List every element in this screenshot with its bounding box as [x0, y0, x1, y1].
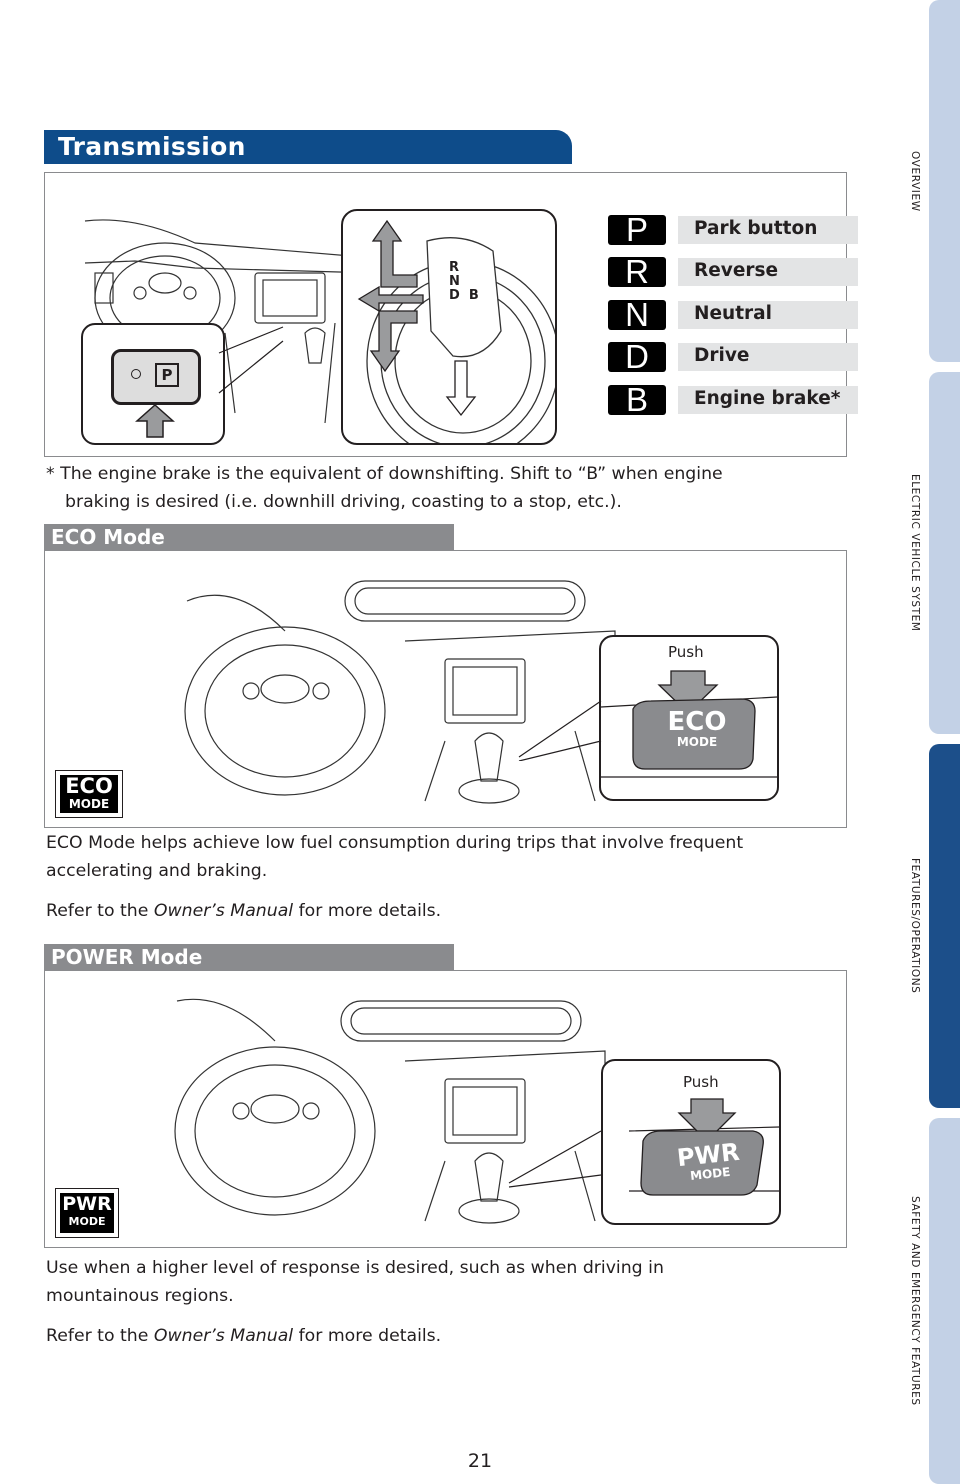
up-arrow-icon [135, 403, 175, 438]
gear-label-reverse: Reverse [694, 260, 779, 281]
side-tab-electric-vehicle-system[interactable] [929, 372, 960, 734]
gear-label-engine-brake: Engine brake* [694, 388, 841, 409]
gear-label-park: Park button [694, 218, 818, 239]
dashboard-illustration [84, 219, 376, 424]
power-dashboard-illustration [174, 998, 606, 1224]
engine-brake-footnote: * The engine brake is the equivalent of … [46, 464, 723, 512]
transmission-header: Transmission [44, 130, 572, 164]
eco-connector-lines [518, 700, 602, 761]
connector-lines [218, 326, 284, 394]
gear-label-neutral: Neutral [694, 303, 772, 324]
eco-button-text: ECO MODE [667, 707, 727, 749]
side-label-safety-emergency: SAFETY AND EMERGENCY FEATURES [909, 1196, 921, 1406]
side-tab-overview[interactable] [929, 0, 960, 362]
power-mode-header: POWER Mode [44, 944, 454, 970]
power-mode-title: POWER Mode [51, 945, 203, 969]
power-push-inset: Push PWR MODE [601, 1059, 781, 1225]
power-push-label: Push [683, 1073, 719, 1091]
gear-n-icon: N [608, 296, 666, 333]
eco-mode-badge-icon: ECO MODE [55, 770, 123, 818]
side-tab-safety-emergency[interactable] [929, 1118, 960, 1484]
gear-p-icon: P [608, 211, 666, 248]
eco-description: ECO Mode helps achieve low fuel consumpt… [46, 833, 744, 881]
eco-mode-figure: Push ECO MODE ECO MODE [44, 550, 847, 828]
gear-r-icon: R [608, 253, 666, 290]
park-button-icon: P [155, 363, 179, 387]
power-connector-lines [508, 1130, 602, 1188]
shifter-illustration [357, 219, 555, 443]
power-push-arrow-icon [628, 1098, 779, 1196]
side-label-features-operations: FEATURES/OPERATIONS [909, 858, 921, 994]
eco-push-label: Push [668, 643, 704, 661]
power-mode-badge-icon: PWR MODE [55, 1188, 119, 1238]
gear-label-drive: Drive [694, 345, 750, 366]
power-description: Use when a higher level of response is d… [46, 1258, 664, 1306]
side-tab-features-operations[interactable] [929, 744, 960, 1108]
transmission-title: Transmission [58, 132, 246, 161]
shifter-inset: R N D B [341, 209, 557, 445]
side-label-electric-vehicle-system: ELECTRIC VEHICLE SYSTEM [909, 474, 921, 632]
gear-b-icon: B [608, 381, 666, 418]
power-refer-note: Refer to the Owner’s Manual for more det… [46, 1326, 442, 1346]
eco-mode-header: ECO Mode [44, 524, 454, 550]
eco-mode-title: ECO Mode [51, 525, 165, 549]
eco-refer-note: Refer to the Owner’s Manual for more det… [46, 901, 442, 921]
shifter-letters: R N D B [449, 260, 479, 303]
gear-d-icon: D [608, 338, 666, 375]
eco-push-inset: Push ECO MODE [599, 635, 779, 801]
page-number: 21 [467, 1450, 493, 1472]
eco-push-arrow-icon [601, 670, 777, 778]
power-mode-figure: Push PWR MODE PWR MODE [44, 970, 847, 1248]
park-button-inset: P [81, 323, 225, 445]
side-label-overview: OVERVIEW [909, 150, 921, 212]
